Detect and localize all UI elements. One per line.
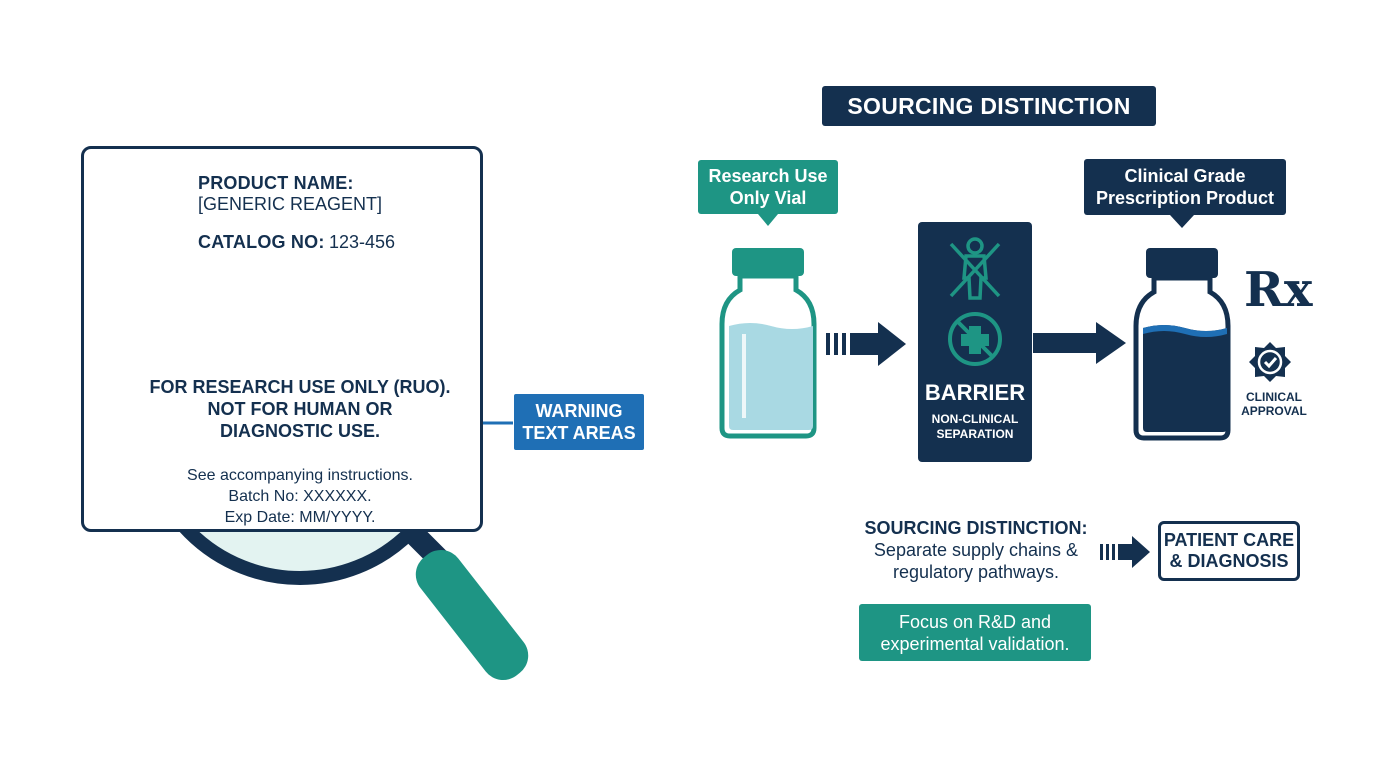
arrow-barrier-to-clinical — [1033, 322, 1126, 364]
ruo-vial-tag: Research Use Only Vial — [698, 160, 838, 214]
no-medical-icon — [948, 312, 1002, 366]
catalog-row: CATALOG NO: 123-456 — [198, 232, 395, 253]
product-name-value: [GENERIC REAGENT] — [198, 194, 383, 214]
arrow-icon — [826, 322, 906, 366]
clinical-approval-label: CLINICAL APPROVAL — [1234, 390, 1314, 418]
no-human-icon — [949, 237, 1001, 300]
patient-care-box: PATIENT CARE & DIAGNOSIS — [1158, 521, 1300, 581]
patient-line: & DIAGNOSIS — [1169, 551, 1289, 571]
sub-line: See accompanying instructions. — [187, 467, 413, 484]
warning-line: NOT FOR HUMAN OR — [207, 399, 393, 419]
barrier-title: BARRIER — [924, 380, 1026, 405]
callout-line: WARNING — [535, 401, 623, 421]
warning-line: DIAGNOSTIC USE. — [219, 421, 380, 441]
catalog-key: CATALOG NO: — [198, 232, 325, 252]
sourcing-note: SOURCING DISTINCTION: Separate supply ch… — [856, 517, 1096, 583]
warning-line: FOR RESEARCH USE ONLY (RUO). — [149, 377, 451, 397]
warning-text-areas-callout: WARNING TEXT AREAS — [514, 394, 644, 450]
tag-line: Prescription Product — [1095, 188, 1275, 208]
sub-line: Exp Date: MM/YYYY. — [224, 509, 376, 526]
callout-line: TEXT AREAS — [522, 423, 636, 443]
ruo-warning-text: FOR RESEARCH USE ONLY (RUO). NOT FOR HUM… — [140, 376, 460, 442]
clinical-product-tag: Clinical Grade Prescription Product — [1084, 159, 1286, 215]
tag-line: Only Vial — [729, 188, 807, 208]
barrier-sub-line: SEPARATION — [936, 427, 1014, 441]
approval-line: APPROVAL — [1241, 404, 1307, 418]
ruo-vial-icon — [719, 248, 817, 439]
product-name-row: PRODUCT NAME: [GENERIC REAGENT] — [198, 173, 382, 215]
clinical-vial-icon — [1133, 248, 1231, 441]
approval-seal-icon — [1249, 342, 1291, 382]
sourcing-note-heading: SOURCING DISTINCTION: — [864, 518, 1088, 538]
focus-line: Focus on R&D and — [898, 611, 1052, 632]
product-name-key: PRODUCT NAME: — [198, 173, 354, 193]
rx-icon: Rx — [1244, 262, 1313, 318]
barrier-sub-line: NON-CLINICAL — [931, 412, 1019, 426]
focus-rd-box: Focus on R&D and experimental validation… — [859, 604, 1091, 661]
tag-line: Research Use — [708, 166, 828, 186]
arrow-to-patient-icon — [1100, 536, 1150, 568]
tag-line: Clinical Grade — [1124, 166, 1246, 186]
sourcing-note-line: regulatory pathways. — [892, 562, 1060, 582]
approval-line: CLINICAL — [1246, 390, 1302, 404]
patient-line: PATIENT CARE — [1163, 530, 1295, 550]
ruo-tag-pointer — [758, 214, 778, 226]
diagram-title: SOURCING DISTINCTION — [822, 86, 1156, 126]
sub-line: Batch No: XXXXXX. — [228, 488, 372, 505]
label-sub-text: See accompanying instructions. Batch No:… — [150, 465, 450, 528]
sourcing-note-line: Separate supply chains & — [873, 540, 1079, 560]
product-label-card — [81, 146, 483, 532]
clinical-tag-pointer — [1170, 215, 1194, 228]
focus-line: experimental validation. — [880, 633, 1070, 654]
barrier-subtitle: NON-CLINICAL SEPARATION — [918, 412, 1032, 442]
catalog-value: 123-456 — [328, 232, 396, 252]
